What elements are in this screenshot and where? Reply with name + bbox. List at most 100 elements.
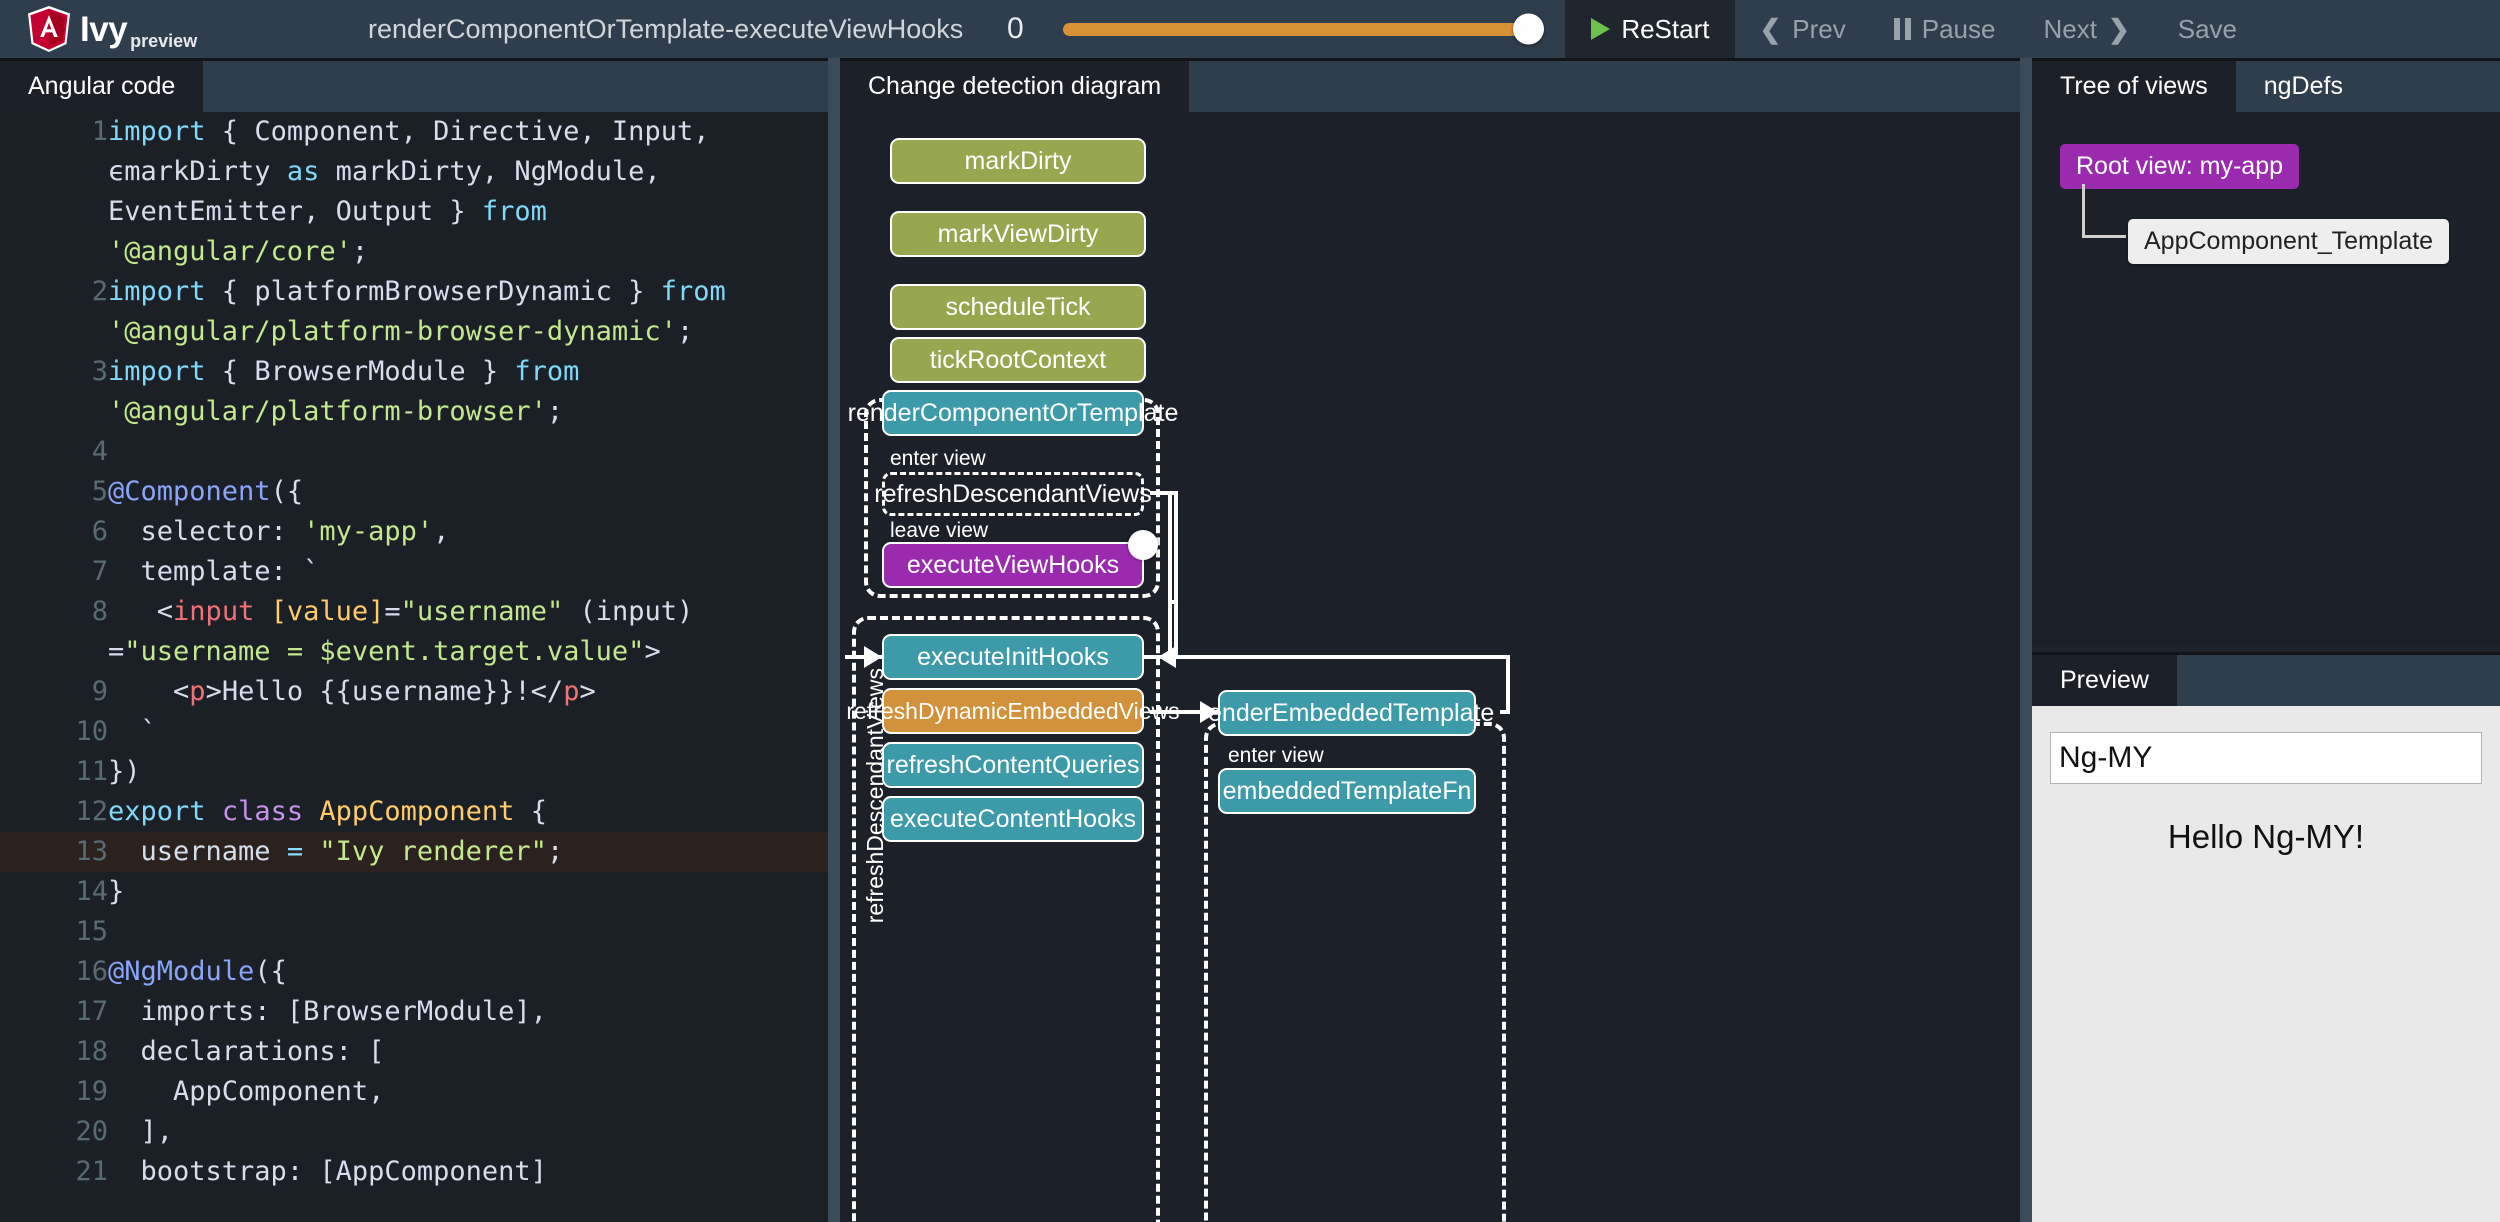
code-line[interactable]: template: ` bbox=[108, 556, 320, 587]
tree-of-views-body[interactable]: Root view: my-app AppComponent_Template bbox=[2032, 112, 2500, 646]
diagram-node-renderComponentOrTemplate[interactable]: renderComponentOrTemplate bbox=[848, 390, 1178, 436]
slider-track[interactable] bbox=[1063, 22, 1542, 36]
code-line[interactable]: @Component({ bbox=[108, 476, 304, 507]
pause-button[interactable]: Pause bbox=[1870, 0, 2020, 58]
restart-button[interactable]: ReStart bbox=[1565, 0, 1736, 58]
timeline-slider[interactable] bbox=[1063, 0, 1545, 58]
top-toolbar: Ivy preview renderComponentOrTemplate-ex… bbox=[0, 0, 2500, 58]
save-button[interactable]: Save bbox=[2154, 0, 2261, 58]
code-line[interactable]: ` bbox=[108, 716, 157, 747]
line-number: 8 bbox=[91, 596, 108, 627]
tab-angular-code[interactable]: Angular code bbox=[0, 61, 204, 112]
node-label: scheduleTick bbox=[945, 292, 1091, 321]
line-number: 13 bbox=[0, 832, 108, 872]
code-line[interactable]: import { platformBrowserDynamic } from '… bbox=[108, 276, 726, 347]
code-line[interactable]: username = "Ivy renderer"; bbox=[108, 832, 828, 872]
code-line[interactable] bbox=[108, 432, 828, 472]
line-number: 6 bbox=[91, 516, 108, 547]
node-label: markDirty bbox=[964, 146, 1072, 175]
pause-button-label: Pause bbox=[1921, 13, 1996, 44]
diagram-node-markDirty[interactable]: markDirty bbox=[890, 138, 1146, 184]
line-number: 15 bbox=[75, 916, 108, 947]
diagram-node-scheduleTick[interactable]: scheduleTick bbox=[890, 284, 1146, 330]
next-button-label: Next bbox=[2043, 13, 2097, 44]
code-row: 4 bbox=[0, 432, 828, 472]
tab-ngdefs[interactable]: ngDefs bbox=[2236, 61, 2371, 112]
tree-node-app-component-template[interactable]: AppComponent_Template bbox=[2128, 219, 2450, 264]
code-editor[interactable]: 1 import { Component, Directive, Input, … bbox=[0, 112, 828, 1222]
preview-panel-tabs: Preview bbox=[2032, 652, 2500, 706]
next-button[interactable]: Next ❯ bbox=[2019, 0, 2153, 58]
line-number: 19 bbox=[75, 1076, 108, 1107]
right-splitter[interactable] bbox=[2020, 58, 2032, 1222]
prev-button[interactable]: ❮ Prev bbox=[1735, 0, 1869, 58]
diagram-node-tickRootContext[interactable]: tickRootContext bbox=[890, 337, 1146, 383]
pause-icon bbox=[1893, 18, 1911, 40]
code-row: 5 @Component({ bbox=[0, 472, 828, 512]
diagram-node-executeViewHooks[interactable]: executeViewHooks bbox=[882, 542, 1144, 588]
tab-preview[interactable]: Preview bbox=[2032, 655, 2177, 706]
code-row: 6 selector: 'my-app', bbox=[0, 512, 828, 552]
code-panel: Angular code 1 import { Component, Direc… bbox=[0, 58, 828, 1222]
tab-ngdefs-label: ngDefs bbox=[2263, 72, 2343, 100]
code-line[interactable] bbox=[108, 912, 828, 952]
diagram-node-refreshDescendantViews[interactable]: refreshDescendantViews bbox=[874, 472, 1152, 516]
code-line[interactable]: selector: 'my-app', bbox=[108, 516, 450, 547]
chevron-right-icon: ❯ bbox=[2107, 13, 2130, 44]
node-label: renderEmbeddedTemplate bbox=[1199, 698, 1495, 727]
code-line[interactable]: } bbox=[108, 876, 125, 907]
tab-change-detection-diagram[interactable]: Change detection diagram bbox=[840, 61, 1190, 112]
code-line[interactable]: export class AppComponent { bbox=[108, 796, 547, 827]
code-line[interactable]: declarations: [ bbox=[108, 1036, 385, 1067]
left-splitter[interactable] bbox=[828, 58, 840, 1222]
code-row: 9 <p>Hello {{username}}!</p> bbox=[0, 672, 828, 712]
code-line[interactable]: }) bbox=[108, 756, 141, 787]
save-button-label: Save bbox=[2177, 13, 2237, 44]
tree-node-root-view[interactable]: Root view: my-app bbox=[2060, 144, 2300, 189]
code-line[interactable]: import { Component, Directive, Input, ϵm… bbox=[108, 116, 710, 267]
diagram-node-refreshContentQueries[interactable]: refreshContentQueries bbox=[882, 742, 1144, 788]
line-number: 21 bbox=[75, 1156, 108, 1187]
node-label: refreshContentQueries bbox=[886, 750, 1140, 779]
line-number: 17 bbox=[75, 996, 108, 1027]
code-row: 10 ` bbox=[0, 712, 828, 752]
play-icon bbox=[1591, 18, 1611, 40]
line-number: 3 bbox=[91, 356, 108, 387]
diagram-node-executeContentHooks[interactable]: executeContentHooks bbox=[882, 796, 1144, 842]
code-row: 12 export class AppComponent { bbox=[0, 792, 828, 832]
code-line[interactable]: @NgModule({ bbox=[108, 956, 287, 987]
code-line[interactable]: <p>Hello {{username}}!</p> bbox=[108, 676, 596, 707]
code-line[interactable]: <input [value]="username" (input) ="user… bbox=[108, 596, 694, 667]
code-line[interactable]: imports: [BrowserModule], bbox=[108, 996, 547, 1027]
diagram-node-markViewDirty[interactable]: markViewDirty bbox=[890, 211, 1146, 257]
code-panel-tabs: Angular code bbox=[0, 58, 828, 112]
diagram-panel-tabs: Change detection diagram bbox=[840, 58, 2020, 112]
node-label: tickRootContext bbox=[929, 345, 1107, 374]
change-detection-diagram[interactable]: markDirty markViewDirty scheduleTick tic… bbox=[840, 112, 2020, 1222]
diagram-node-renderEmbeddedTemplate[interactable]: renderEmbeddedTemplate bbox=[1200, 690, 1494, 736]
code-row: 2 import { platformBrowserDynamic } from… bbox=[0, 272, 828, 352]
code-line[interactable]: ], bbox=[108, 1116, 174, 1147]
node-label: markViewDirty bbox=[937, 219, 1099, 248]
username-input[interactable] bbox=[2050, 732, 2482, 784]
line-number: 20 bbox=[75, 1116, 108, 1147]
diagram-node-refreshDynamicEmbeddedViews[interactable]: refreshDynamicEmbeddedViews bbox=[846, 688, 1180, 734]
slider-thumb[interactable] bbox=[1513, 13, 1545, 45]
tree-panel-tabs: Tree of views ngDefs bbox=[2032, 58, 2500, 112]
code-line[interactable]: import { BrowserModule } from '@angular/… bbox=[108, 356, 580, 427]
code-line[interactable]: bootstrap: [AppComponent] bbox=[108, 1156, 547, 1187]
code-row: 21 bootstrap: [AppComponent] bbox=[0, 1152, 828, 1192]
code-table: 1 import { Component, Directive, Input, … bbox=[0, 112, 828, 1192]
diagram-node-executeInitHooks[interactable]: executeInitHooks bbox=[882, 634, 1144, 680]
code-line[interactable]: AppComponent, bbox=[108, 1076, 385, 1107]
diagram-node-embeddedTemplateFn[interactable]: embeddedTemplateFn bbox=[1218, 768, 1476, 814]
code-row: 8 <input [value]="username" (input) ="us… bbox=[0, 592, 828, 672]
preview-panel: Preview Hello Ng-MY! bbox=[2032, 652, 2500, 1222]
node-label: executeContentHooks bbox=[890, 804, 1136, 833]
node-label: embeddedTemplateFn bbox=[1222, 776, 1472, 805]
code-row: 19 AppComponent, bbox=[0, 1072, 828, 1112]
code-row: 16 @NgModule({ bbox=[0, 952, 828, 992]
playhead-cursor[interactable] bbox=[1128, 530, 1158, 560]
tab-tree-of-views[interactable]: Tree of views bbox=[2032, 61, 2236, 112]
label-enter-view-2: enter view bbox=[1228, 744, 1324, 767]
